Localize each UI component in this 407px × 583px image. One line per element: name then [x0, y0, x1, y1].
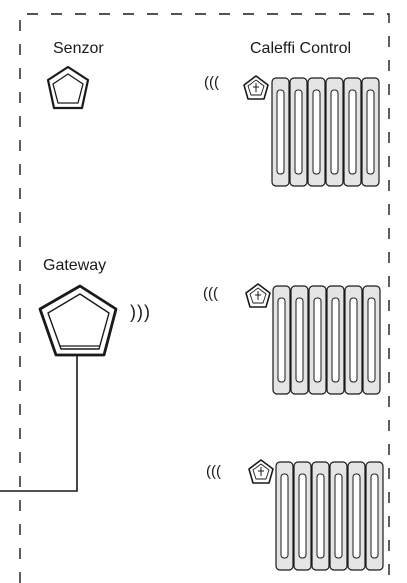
radiator-2-signal-icon: (((: [203, 285, 218, 302]
radiator-channel: [330, 89, 339, 175]
radiator-channel: [366, 89, 375, 175]
radiator-channel: [367, 297, 376, 383]
radiator-channel: [276, 89, 285, 175]
gateway-icon: [38, 284, 118, 357]
radiator-channel: [280, 473, 289, 559]
radiator-channel: [334, 473, 343, 559]
radiator-channel: [370, 473, 379, 559]
radiator-channel: [295, 297, 304, 383]
radiator-channel: [313, 297, 322, 383]
gateway-signal-icon: ))): [130, 302, 151, 322]
gateway-cable: [0, 355, 78, 492]
sensor-icon: [46, 65, 90, 110]
radiator-1-signal-icon: (((: [204, 74, 219, 91]
radiator-channel: [352, 473, 361, 559]
radiator-3: [275, 461, 384, 571]
radiator-1: [271, 77, 380, 187]
zone-boundary: [19, 13, 390, 583]
sensor-label: Senzor: [53, 40, 104, 57]
radiator-channel: [298, 473, 307, 559]
gateway-label: Gateway: [43, 257, 107, 274]
radiator-channel: [294, 89, 303, 175]
controller-2-icon: [245, 283, 271, 308]
radiator-channel: [349, 297, 358, 383]
radiator-3-signal-icon: (((: [206, 463, 221, 480]
radiator-channel: [312, 89, 321, 175]
controller-3-icon: [248, 459, 274, 484]
radiator-channel: [348, 89, 357, 175]
controller-1-icon: [243, 75, 269, 100]
radiator-channel: [331, 297, 340, 383]
controller-label: Caleffi Control: [250, 40, 352, 57]
radiator-channel: [277, 297, 286, 383]
radiator-2: [272, 285, 381, 395]
radiator-channel: [316, 473, 325, 559]
